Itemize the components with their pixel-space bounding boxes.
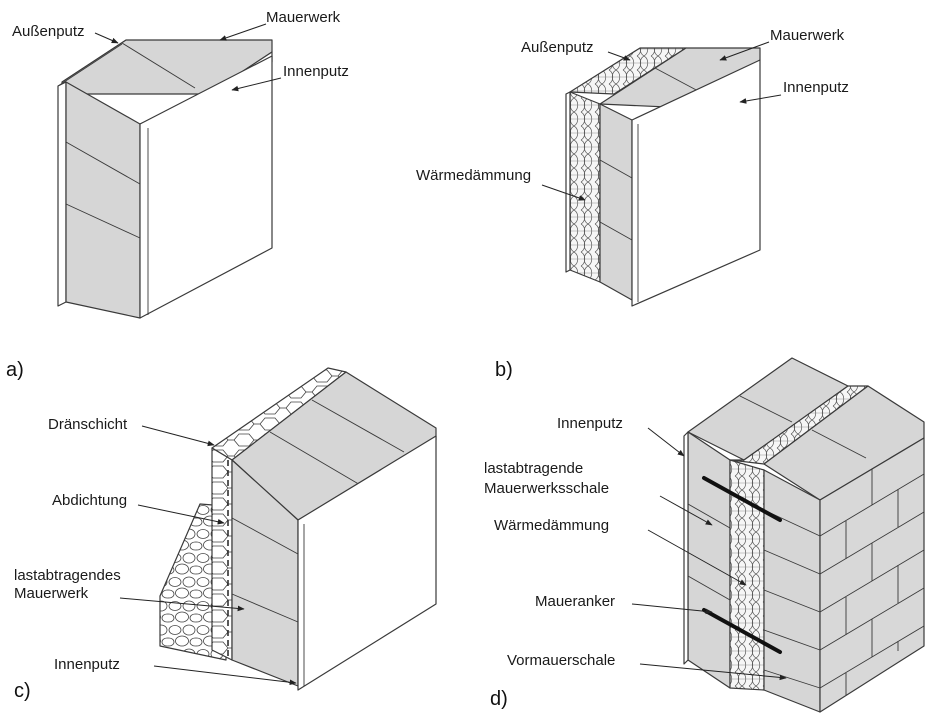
label-innenputz-d: Innenputz	[557, 415, 623, 432]
panel-d: Innenputz lastabtragende Mauerwerksschal…	[484, 357, 925, 713]
panel-b: Außenputz Mauerwerk Innenputz Wärmedämmu…	[416, 27, 849, 381]
wall-tie-lower	[702, 608, 782, 654]
label-innenputz-c: Innenputz	[54, 656, 120, 673]
panel-label-b: b)	[495, 359, 513, 381]
leader-a2	[219, 23, 267, 41]
inner-masonry-side	[687, 431, 731, 689]
drainage-side	[211, 447, 233, 661]
label-aussenputz-b: Außenputz	[521, 39, 594, 56]
label-abdichtung: Abdichtung	[52, 492, 127, 509]
label-maueranker: Maueranker	[535, 593, 615, 610]
panel-c: Dränschicht Abdichtung lastabtragendes M…	[14, 367, 437, 702]
label-mauerwerk-b: Mauerwerk	[770, 27, 845, 44]
label-waermedaemmung-d: Wärmedämmung	[494, 517, 609, 534]
label-innenputz-b: Innenputz	[783, 79, 849, 96]
insulation-top-d	[729, 385, 869, 465]
label-lastabtragendes: lastabtragendes	[14, 567, 121, 584]
outer-leaf-side	[763, 469, 821, 713]
inner-plaster-face-b	[631, 59, 761, 307]
panel-label-d: d)	[490, 688, 508, 710]
label-draenschicht: Dränschicht	[48, 416, 128, 433]
panel-label-a: a)	[6, 359, 24, 381]
insulation-side	[569, 91, 601, 283]
outer-plaster-strip	[57, 81, 67, 307]
leader-a1	[94, 32, 119, 44]
leader-a3	[231, 77, 282, 92]
masonry-side-face	[65, 81, 141, 319]
label-mauerwerk-a: Mauerwerk	[266, 9, 341, 26]
inner-plaster-face-c	[297, 435, 437, 691]
inner-plaster-face	[139, 55, 273, 319]
label-lastabtragende: lastabtragende	[484, 460, 583, 477]
panel-label-c: c)	[14, 680, 31, 702]
masonry-side-b	[599, 103, 633, 301]
label-waermedaemmung-b: Wärmedämmung	[416, 167, 531, 184]
label-mauerwerk-c: Mauerwerk	[14, 585, 89, 602]
label-vormauerschale: Vormauerschale	[507, 652, 615, 669]
label-mauerwerksschale: Mauerwerksschale	[484, 480, 609, 497]
panel-a: Außenputz Mauerwerk Innenputz a)	[6, 9, 349, 381]
wall-tie-upper	[702, 476, 782, 522]
label-aussenputz-a: Außenputz	[12, 23, 85, 40]
label-innenputz-a: Innenputz	[283, 63, 349, 80]
